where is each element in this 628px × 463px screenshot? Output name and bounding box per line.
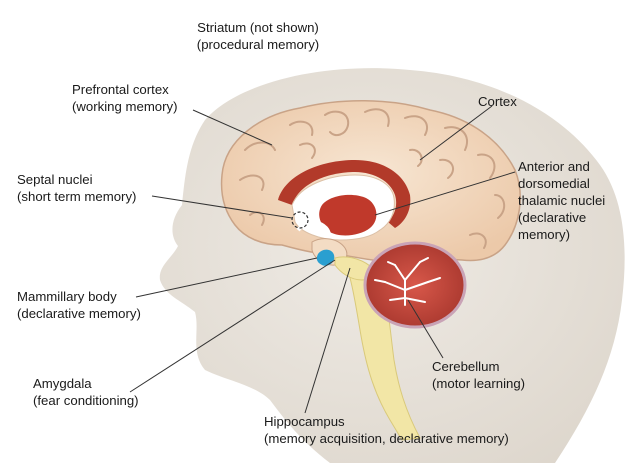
cerebellum (363, 241, 467, 329)
label-mammillary-name: Mammillary body (17, 289, 117, 304)
label-cerebellum-function: (motor learning) (432, 376, 526, 391)
label-amygdala-name: Amygdala (33, 376, 92, 391)
label-thalamic-line2: dorsomedial (518, 176, 590, 191)
label-prefrontal-function: (working memory) (72, 99, 178, 114)
label-mammillary: Mammillary body (declarative memory) (17, 288, 141, 322)
label-cerebellum: Cerebellum (motor learning) (432, 358, 525, 392)
label-thalamic-line5: memory) (518, 227, 571, 242)
label-thalamic: Anterior and dorsomedial thalamic nuclei… (518, 158, 605, 243)
mammillary-body (316, 249, 335, 266)
label-septal-function: (short term memory) (17, 189, 137, 204)
label-septal: Septal nuclei (short term memory) (17, 171, 136, 205)
leader-lines (129, 105, 516, 414)
label-striatum-function: (procedural memory) (196, 37, 320, 52)
label-striatum-name: Striatum (not shown) (197, 20, 319, 35)
septal-nuclei (291, 211, 309, 229)
label-hippocampus: Hippocampus (memory acquisition, declara… (264, 413, 509, 447)
label-prefrontal-name: Prefrontal cortex (72, 82, 169, 97)
label-cerebellum-name: Cerebellum (432, 359, 500, 374)
cortex-folds (239, 108, 506, 249)
label-septal-name: Septal nuclei (17, 172, 93, 187)
label-hippocampus-name: Hippocampus (264, 414, 345, 429)
label-cortex: Cortex (478, 93, 517, 110)
label-striatum: Striatum (not shown) (procedural memory) (168, 19, 348, 53)
label-amygdala-function: (fear conditioning) (33, 393, 139, 408)
brainstem (340, 254, 421, 441)
label-thalamic-line3: thalamic nuclei (518, 193, 606, 208)
label-amygdala: Amygdala (fear conditioning) (33, 375, 139, 409)
corpus-callosum (278, 160, 411, 228)
thalamus (319, 194, 377, 236)
label-prefrontal: Prefrontal cortex (working memory) (72, 81, 178, 115)
label-thalamic-line1: Anterior and (518, 159, 590, 174)
label-thalamic-line4: (declarative (518, 210, 587, 225)
label-hippocampus-function: (memory acquisition, declarative memory) (264, 431, 509, 446)
label-mammillary-function: (declarative memory) (17, 306, 141, 321)
label-cortex-name: Cortex (478, 94, 517, 109)
